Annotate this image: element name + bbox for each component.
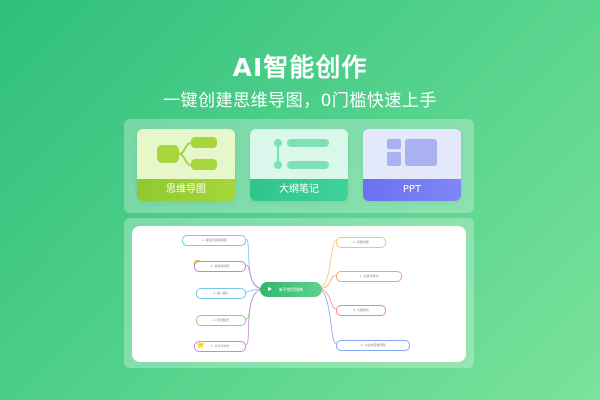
node-label: 6. 基础功能	[353, 240, 369, 244]
mindmap-node[interactable]: 8. 大纲模式	[336, 305, 386, 316]
outline-card[interactable]: 大纲笔记	[250, 129, 348, 201]
ppt-card-label: PPT	[363, 179, 461, 201]
node-label: 5. 分享与协作	[210, 344, 230, 348]
outline-icon	[250, 129, 348, 179]
mindmap-node[interactable]: 5. 分享与协作	[194, 341, 246, 352]
mindmap-node[interactable]: 3. 插入图片	[196, 288, 246, 299]
mindmap-preview-canvas: 新手使用指南 1. 新建与编辑导图 🤣 2. 常用快捷键 3. 插入图片 🙂 4…	[132, 226, 466, 362]
mindmap-preview-panel: 新手使用指南 1. 新建与编辑导图 🤣 2. 常用快捷键 3. 插入图片 🙂 4…	[124, 218, 474, 368]
center-node-label: 新手使用指南	[279, 287, 303, 292]
node-label: 2. 常用快捷键	[210, 264, 230, 268]
hero-title: AI智能创作	[232, 53, 368, 82]
feature-cards-panel: 思维导图 大纲笔记 PPT	[124, 119, 474, 213]
node-label: 8. 大纲模式	[353, 308, 369, 312]
star-icon: ⭐	[196, 342, 205, 349]
mindmap-node[interactable]: 6. 基础功能	[336, 237, 386, 248]
mindmap-node[interactable]: 2. 常用快捷键	[194, 261, 246, 272]
mindmap-node[interactable]: 4. 导出格式	[196, 315, 246, 326]
mindmap-node[interactable]: 7. 主题与样式	[336, 271, 402, 282]
mindmap-node[interactable]: 9. AI生成思维导图	[336, 340, 410, 351]
mindmap-card[interactable]: 思维导图	[137, 129, 235, 201]
mindmap-center-node[interactable]: 新手使用指南	[260, 282, 322, 297]
play-icon	[268, 287, 272, 291]
node-label: 9. AI生成思维导图	[360, 343, 386, 347]
slides-icon	[363, 129, 461, 179]
mindmap-node[interactable]: 1. 新建与编辑导图	[182, 235, 246, 246]
node-label: 1. 新建与编辑导图	[201, 238, 227, 242]
node-label: 3. 插入图片	[213, 291, 229, 295]
mindmap-icon	[137, 129, 235, 179]
mindmap-card-label: 思维导图	[137, 179, 235, 201]
node-label: 7. 主题与样式	[359, 274, 379, 278]
node-label: 4. 导出格式	[213, 318, 229, 322]
hero-subtitle: 一键创建思维导图，0门槛快速上手	[163, 91, 437, 111]
ppt-card[interactable]: PPT	[363, 129, 461, 201]
outline-card-label: 大纲笔记	[250, 179, 348, 201]
